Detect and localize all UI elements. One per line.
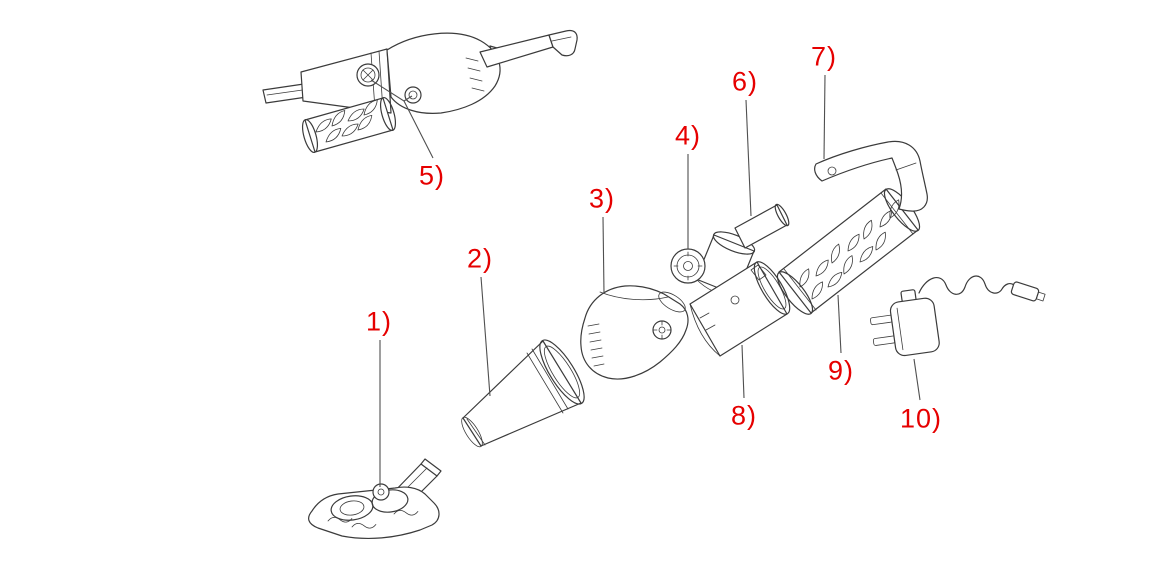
part-label-10: 10) xyxy=(899,403,943,434)
part-filter-sleeve-drawing xyxy=(776,188,921,315)
power-cable xyxy=(918,275,1015,295)
part-floor-brush-head-drawing xyxy=(308,458,442,540)
part-label-8: 8) xyxy=(730,400,758,431)
part-cone-nozzle-drawing xyxy=(461,339,585,448)
part-label-9: 9) xyxy=(827,355,855,386)
vent-slots xyxy=(587,323,605,367)
part-label-3: 3) xyxy=(588,183,616,214)
screw-cap xyxy=(404,86,422,104)
part-handle-drawing xyxy=(814,140,928,212)
assembled-vacuum-drawing xyxy=(262,29,578,154)
part-dust-canister-drawing xyxy=(689,261,791,357)
vent-slots xyxy=(465,57,485,92)
part-label-5: 5) xyxy=(418,160,446,191)
part-label-2: 2) xyxy=(466,243,494,274)
part-label-6: 6) xyxy=(731,66,759,97)
part-label-7: 7) xyxy=(810,41,838,72)
part-label-4: 4) xyxy=(674,120,702,151)
part-motor-body-drawing xyxy=(580,285,689,380)
cable-connector xyxy=(1010,281,1046,302)
part-dial-cap-drawing xyxy=(670,248,706,284)
part-power-adapter-drawing xyxy=(870,275,1046,357)
leader-lines xyxy=(370,74,921,487)
part-label-1: 1) xyxy=(365,306,393,337)
